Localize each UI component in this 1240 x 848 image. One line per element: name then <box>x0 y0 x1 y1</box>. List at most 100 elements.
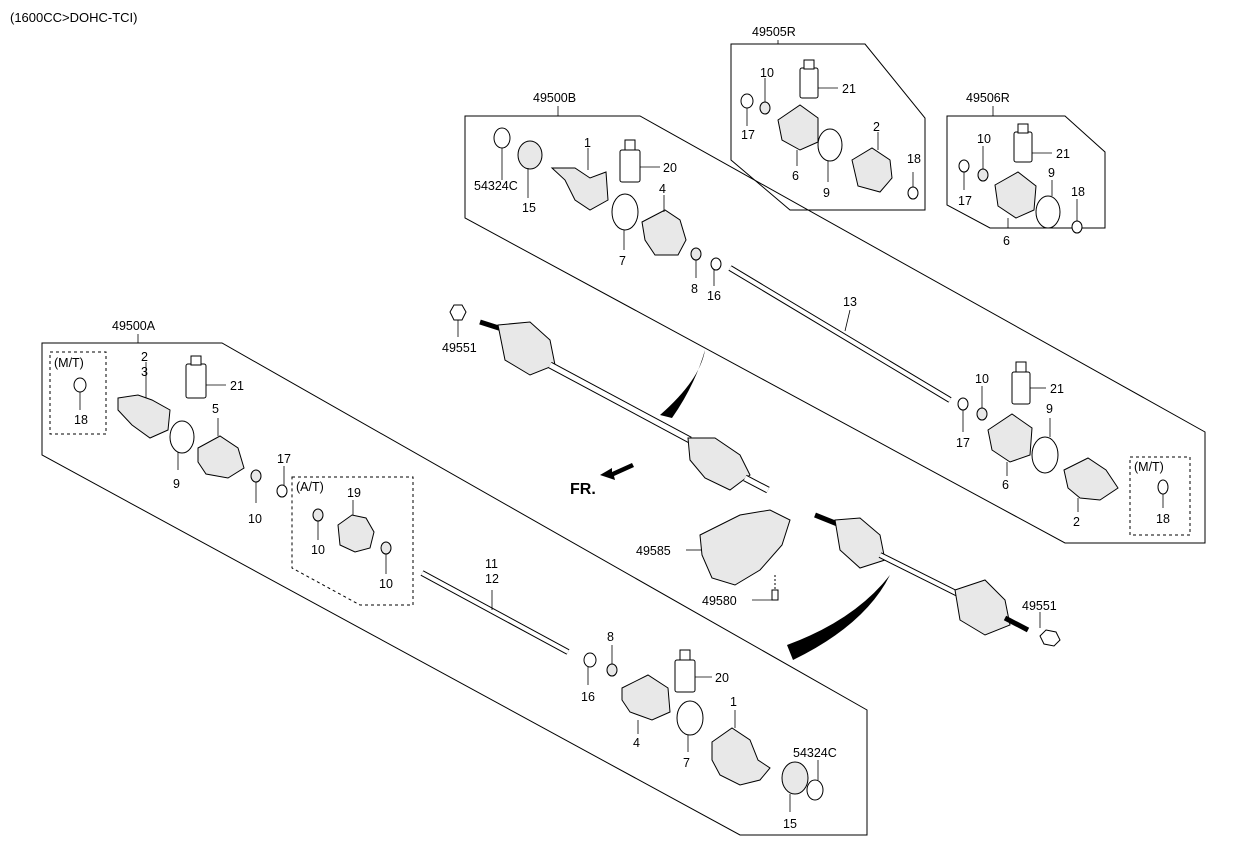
clamp-10 <box>250 469 262 483</box>
grease-cap <box>679 649 691 661</box>
boot-6 <box>987 413 1033 463</box>
bracket-49585 <box>699 509 791 586</box>
group-frame <box>464 115 1206 544</box>
group-frame <box>730 43 926 211</box>
grease-21 <box>799 67 819 99</box>
part-label-9: 9 <box>173 477 180 491</box>
band-9 <box>817 128 843 162</box>
grease-cap <box>803 59 815 70</box>
grease-20 <box>619 149 641 183</box>
part-label-1: 1 <box>584 136 591 150</box>
at-label: (A/T) <box>296 480 324 494</box>
part-label-17: 17 <box>956 436 970 450</box>
snap-ring-17 <box>740 93 754 109</box>
front-arrow-icon <box>600 463 634 480</box>
part-label-5: 5 <box>212 402 219 416</box>
assembly-arrow <box>660 350 705 418</box>
part-label-20: 20 <box>715 671 729 685</box>
part-label-9: 9 <box>823 186 830 200</box>
mt-option-box <box>49 351 107 435</box>
part-label-20: 20 <box>663 161 677 175</box>
group-49500B[interactable]: 49500B 54324C 15 1 20 4 7 8 16 <box>464 91 1206 544</box>
part-label-54324C: 54324C <box>793 746 837 760</box>
part-label-2: 2 <box>141 350 148 364</box>
clip-16 <box>710 257 722 271</box>
grease-cap <box>1015 361 1027 373</box>
inner-joint <box>687 437 751 491</box>
part-label-6: 6 <box>1002 478 1009 492</box>
grease-21 <box>1011 371 1031 405</box>
boot-6 <box>994 171 1037 219</box>
joint-2 <box>851 147 893 193</box>
part-label-21: 21 <box>842 82 856 96</box>
part-label-13: 13 <box>843 295 857 309</box>
part-label-10: 10 <box>248 512 262 526</box>
part-label-7: 7 <box>619 254 626 268</box>
band-7 <box>611 193 639 231</box>
boot-4 <box>641 209 687 256</box>
part-label-17: 17 <box>958 194 972 208</box>
group-frame <box>946 115 1106 229</box>
outer-joint <box>497 321 556 376</box>
clamp-10 <box>759 101 771 115</box>
band-9 <box>1031 436 1059 474</box>
part-label-17: 17 <box>277 452 291 466</box>
part-label-49551: 49551 <box>442 341 477 355</box>
part-label-9: 9 <box>1048 166 1055 180</box>
group-code-label: 49506R <box>966 91 1010 105</box>
part-label-6: 6 <box>792 169 799 183</box>
part-label-7: 7 <box>683 756 690 770</box>
part-label-15: 15 <box>522 201 536 215</box>
clamp-10 <box>380 541 392 555</box>
group-49500A[interactable]: 49500A (M/T) 18 2 3 21 9 5 10 17 (A/T) 1… <box>41 319 868 836</box>
part-label-18: 18 <box>1071 185 1085 199</box>
part-label-10: 10 <box>311 543 325 557</box>
part-label-16: 16 <box>707 289 721 303</box>
assembly-arrow <box>787 575 890 660</box>
damper-19 <box>337 514 375 553</box>
boot-6 <box>777 104 819 151</box>
assembled-shaft-lower[interactable]: 49551 <box>787 512 1061 660</box>
part-label-15: 15 <box>783 817 797 831</box>
tone-wheel-15 <box>781 761 809 795</box>
part-label-8: 8 <box>607 630 614 644</box>
part-label-2: 2 <box>1073 515 1080 529</box>
group-49505R[interactable]: 49505R 10 21 17 2 6 9 18 <box>730 25 926 211</box>
front-direction-marker: FR. <box>570 463 634 498</box>
bolt-49580 <box>771 589 779 601</box>
part-label-3: 3 <box>141 365 148 379</box>
part-label-10: 10 <box>977 132 991 146</box>
grease-21 <box>1013 131 1033 163</box>
tone-wheel-15 <box>517 140 543 170</box>
mt-label: (M/T) <box>1134 460 1164 474</box>
part-label-49551: 49551 <box>1022 599 1057 613</box>
boot-4 <box>621 674 671 721</box>
clamp-10 <box>977 168 989 182</box>
snap-ring-17 <box>276 484 288 498</box>
nut-49551 <box>1039 629 1061 647</box>
joint-2-3 <box>117 394 171 439</box>
part-label-18: 18 <box>1156 512 1170 526</box>
engine-spec-note: (1600CC>DOHC-TCI) <box>10 10 138 25</box>
nut-49551 <box>449 304 467 321</box>
clip-16 <box>583 652 597 668</box>
ring-18 <box>1071 220 1083 234</box>
clamp-8 <box>606 663 618 677</box>
mt-option-box <box>1129 456 1191 536</box>
assembled-shaft-upper[interactable]: 49551 <box>442 304 770 494</box>
group-49506R[interactable]: 49506R 10 21 17 9 18 6 <box>946 91 1106 248</box>
group-frame <box>41 342 868 836</box>
grease-20 <box>674 659 696 693</box>
grease-cap <box>190 355 202 366</box>
part-label-10: 10 <box>760 66 774 80</box>
bracket-assembly[interactable]: 49585 49580 <box>636 509 791 608</box>
outer-joint-1 <box>711 727 771 786</box>
band-9 <box>1035 195 1061 229</box>
part-label-10: 10 <box>379 577 393 591</box>
part-label-11: 11 <box>485 557 498 571</box>
part-label-4: 4 <box>633 736 640 750</box>
ring-54324C <box>806 779 824 801</box>
part-label-8: 8 <box>691 282 698 296</box>
part-label-4: 4 <box>659 182 666 196</box>
